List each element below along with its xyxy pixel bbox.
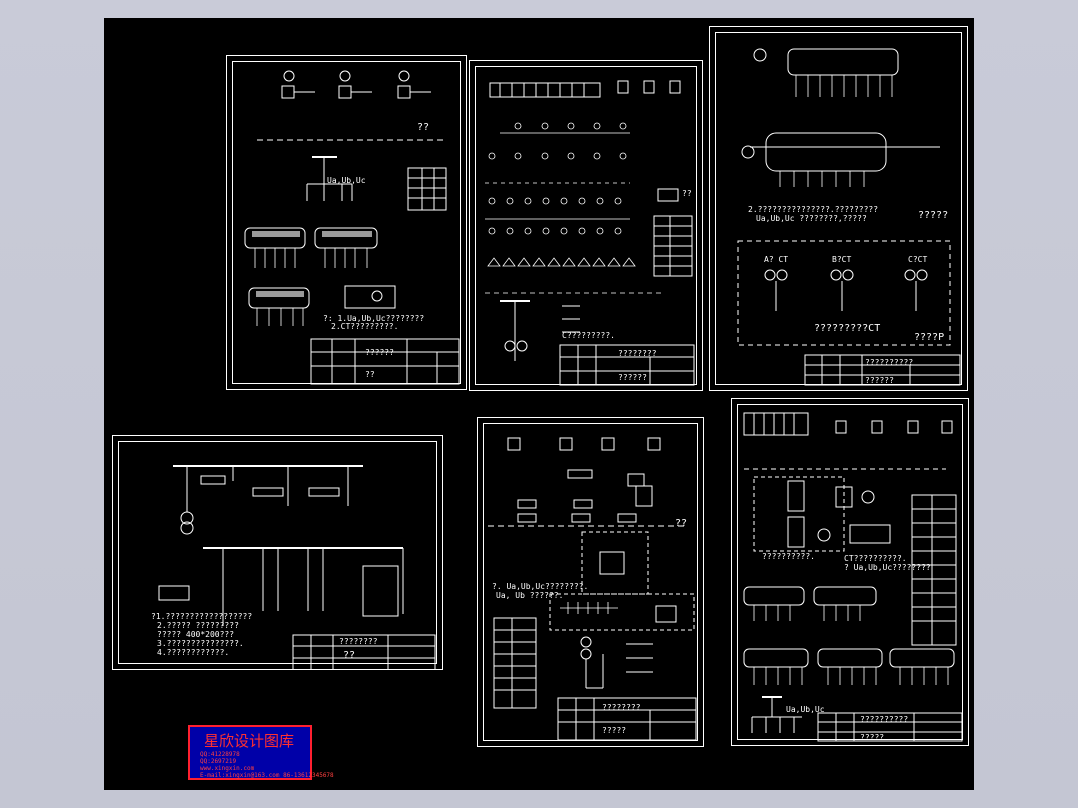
stamp-line-3: www.xingxin.com bbox=[200, 765, 255, 772]
sheet-3[interactable]: 2.???????????????.????????? Ua,Ub,Uc ???… bbox=[709, 26, 968, 391]
sheet-3-mark-bottom: ????P bbox=[914, 332, 945, 343]
stamp-title: 星欣设计图库 bbox=[204, 732, 295, 750]
sheet-4-diagram bbox=[158, 465, 436, 669]
sheet-3-note-2: Ua,Ub,Uc ????????,????? bbox=[756, 214, 867, 223]
sheet-2-note: C?????????. bbox=[562, 331, 615, 340]
sheet-6-ct-note: CT??????????. bbox=[844, 554, 907, 563]
sheet-3-title-block-sub: ?????? bbox=[865, 376, 894, 385]
sheet-1-title-block-text: ?????? bbox=[365, 348, 394, 357]
sheet-2-mark: ?? bbox=[682, 189, 692, 198]
stamp-line-2: QQ:2697219 bbox=[200, 758, 237, 765]
sheet-4-border bbox=[118, 441, 437, 664]
sheet-1-note-2: 2.CT?????????. bbox=[331, 322, 399, 331]
sheet-4-note-1: ?1.?????????????????? bbox=[151, 612, 253, 621]
sheet-2-diagram bbox=[485, 80, 695, 386]
sheet-5-title-block-sub: ????? bbox=[602, 726, 627, 735]
drawing-canvas[interactable]: ?? Ua,Ub,Uc ?: 1.Ua,Ub,Uc???????? 2.CT??… bbox=[104, 18, 974, 790]
sheet-2-title-block-sub: ?????? bbox=[618, 373, 647, 382]
sheet-3-diagram bbox=[737, 48, 961, 386]
sheet-1-note-1: ?: 1.Ua,Ub,Uc???????? bbox=[323, 314, 425, 323]
sheet-5[interactable]: ?? ?. Ua,Ub,Uc????????. Ua, Ub ??????. ?… bbox=[477, 417, 704, 747]
sheet-6-title-block-sub: ????? bbox=[860, 733, 885, 742]
sheet-5-note: ?. Ua,Ub,Uc????????. bbox=[492, 582, 589, 591]
sheet-4-note-2: 2.????? ????????? bbox=[157, 621, 239, 630]
sheet-3-ct-note: ?????????CT bbox=[814, 323, 881, 334]
sheet-1-bus-label: Ua,Ub,Uc bbox=[327, 176, 366, 185]
sheet-1-mark: ?? bbox=[417, 122, 430, 133]
stamp-line-4: E-mail:xingxin@163.com 86-13612345678 bbox=[200, 772, 334, 779]
sheet-5-mark: ?? bbox=[675, 518, 688, 529]
sheet-4-title-block-sub: ?? bbox=[343, 650, 356, 661]
sheet-5-diagram bbox=[488, 437, 697, 741]
sheet-3-label-b: B?CT bbox=[832, 255, 852, 264]
sheet-3-note: 2.???????????????.????????? bbox=[748, 205, 879, 214]
sheet-5-title-block-text: ???????? bbox=[602, 703, 641, 712]
sheet-3-title-block-text: ?????????? bbox=[865, 358, 914, 367]
stamp-line-1: QQ:41228978 bbox=[200, 751, 240, 758]
sheet-6-diagram bbox=[743, 412, 963, 742]
sheet-4-note-3: ????? 400*200??? bbox=[157, 630, 235, 639]
sheet-4-title-block-text: ???????? bbox=[339, 637, 378, 646]
sheet-3-label-a: A? CT bbox=[764, 255, 789, 264]
sheet-1[interactable]: ?? Ua,Ub,Uc ?: 1.Ua,Ub,Uc???????? 2.CT??… bbox=[226, 55, 467, 390]
sheet-4-note-4: 3.???????????????. bbox=[157, 639, 244, 648]
sheet-3-label-c: C?CT bbox=[908, 255, 928, 264]
sheet-6-title-block-text: ?????????? bbox=[860, 715, 909, 724]
sheet-6-note-2: ? Ua,Ub,Uc???????? bbox=[844, 563, 931, 572]
watermark-stamp: 星欣设计图库 QQ:41228978 QQ:2697219 www.xingxi… bbox=[188, 725, 334, 780]
sheet-4-note-5: 4.????????????. bbox=[157, 648, 230, 657]
sheet-5-note-2: Ua, Ub ??????. bbox=[496, 591, 564, 600]
sheet-3-mark-right: ????? bbox=[918, 210, 949, 221]
sheet-2-title-block-text: ???????? bbox=[618, 349, 657, 358]
sheet-6-border bbox=[737, 404, 963, 740]
sheet-1-diagram bbox=[244, 70, 460, 385]
sheet-6-bus-label: Ua,Ub,Uc bbox=[786, 705, 825, 714]
sheet-1-title-block-sub: ?? bbox=[365, 370, 375, 379]
sheet-2[interactable]: ?? C?????????. ???????? ?????? bbox=[469, 60, 703, 391]
sheet-6[interactable]: ??????????. CT??????????. ? Ua,Ub,Uc????… bbox=[731, 398, 969, 746]
sheet-6-note: ??????????. bbox=[762, 552, 815, 561]
sheet-4[interactable]: ?1.?????????????????? 2.????? ????????? … bbox=[112, 435, 443, 670]
